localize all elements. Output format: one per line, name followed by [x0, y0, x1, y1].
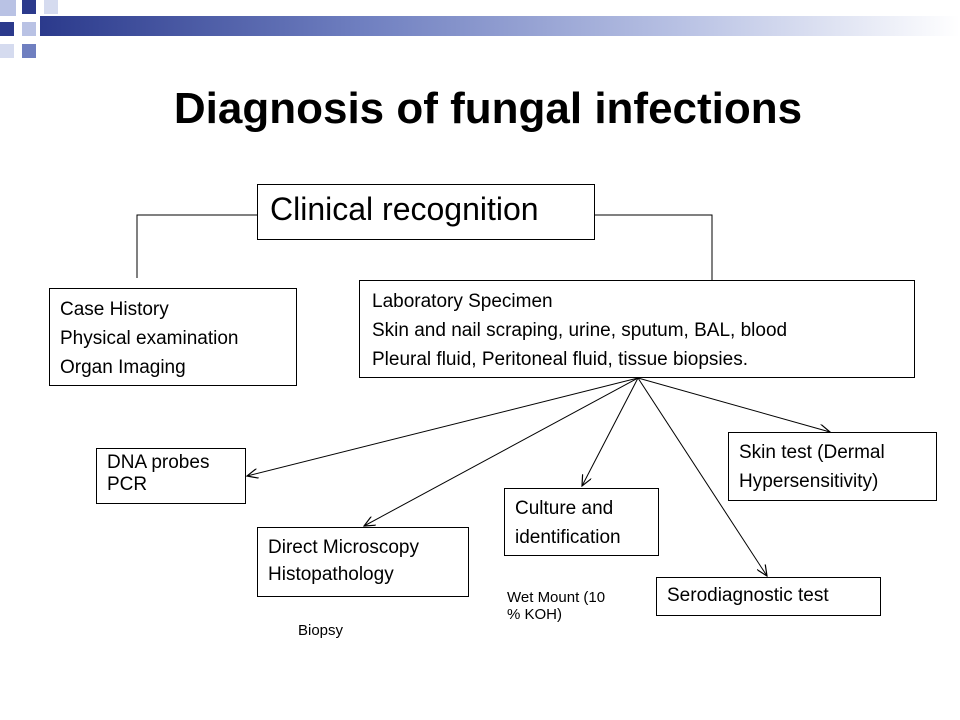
node-skin-test: Skin test (Dermal Hypersensitivity) — [728, 432, 937, 501]
connector-clinical-to-lab — [595, 214, 713, 280]
node-skin-line-2: Hypersensitivity) — [739, 471, 879, 492]
node-dna-line-2: PCR — [107, 474, 148, 495]
node-laboratory-specimen: Laboratory Specimen Skin and nail scrapi… — [359, 280, 915, 378]
note-wet-mount-line-2: % KOH) — [507, 606, 563, 623]
node-dna-probes: DNA probes PCR — [96, 448, 246, 504]
node-clinical-recognition: Clinical recognition — [257, 184, 595, 240]
note-wet-mount-line-1: Wet Mount (10 — [507, 589, 606, 606]
header-gradient-bar — [40, 16, 960, 36]
slide-title: Diagnosis of fungal infections — [173, 84, 803, 133]
node-microscopy-line-1: Direct Microscopy — [268, 537, 419, 558]
node-skin-line-1: Skin test (Dermal — [739, 442, 885, 463]
arrow-to-dna — [247, 377, 639, 476]
node-culture-identification: Culture and identification — [504, 488, 659, 556]
decor-square-7 — [22, 44, 36, 58]
decor-square-3 — [0, 22, 14, 36]
node-culture-line-1: Culture and — [515, 498, 614, 519]
node-direct-microscopy: Direct Microscopy Histopathology — [257, 527, 469, 597]
decor-square-5 — [44, 0, 58, 14]
node-lab-line-1: Laboratory Specimen — [372, 291, 553, 312]
node-lab-line-2: Skin and nail scraping, urine, sputum, B… — [372, 320, 788, 341]
arrow-to-culture — [582, 377, 639, 486]
decor-square-2 — [22, 0, 36, 14]
arrow-to-skin — [637, 377, 830, 432]
node-lab-line-3: Pleural fluid, Peritoneal fluid, tissue … — [372, 349, 748, 370]
node-history-line-3: Organ Imaging — [60, 357, 186, 378]
node-microscopy-line-2: Histopathology — [268, 564, 394, 585]
node-serodiagnostic-test: Serodiagnostic test — [656, 577, 881, 616]
arrow-to-microscopy — [364, 377, 639, 526]
node-culture-line-2: identification — [515, 527, 621, 548]
arrow-to-sero — [637, 377, 767, 576]
note-wet-mount: Wet Mount (10 % KOH) — [507, 589, 605, 623]
note-biopsy: Biopsy — [298, 622, 344, 639]
decor-square-4 — [22, 22, 36, 36]
decor-square-6 — [0, 44, 14, 58]
node-dna-line-1: DNA probes — [107, 452, 210, 473]
node-sero-line-1: Serodiagnostic test — [667, 585, 829, 606]
node-history-line-1: Case History — [60, 299, 169, 320]
node-case-history: Case History Physical examination Organ … — [49, 288, 297, 386]
decor-square-1 — [0, 0, 16, 16]
node-clinical-line-1: Clinical recognition — [270, 191, 539, 227]
connector-clinical-to-history — [136, 214, 257, 278]
node-history-line-2: Physical examination — [60, 328, 239, 349]
